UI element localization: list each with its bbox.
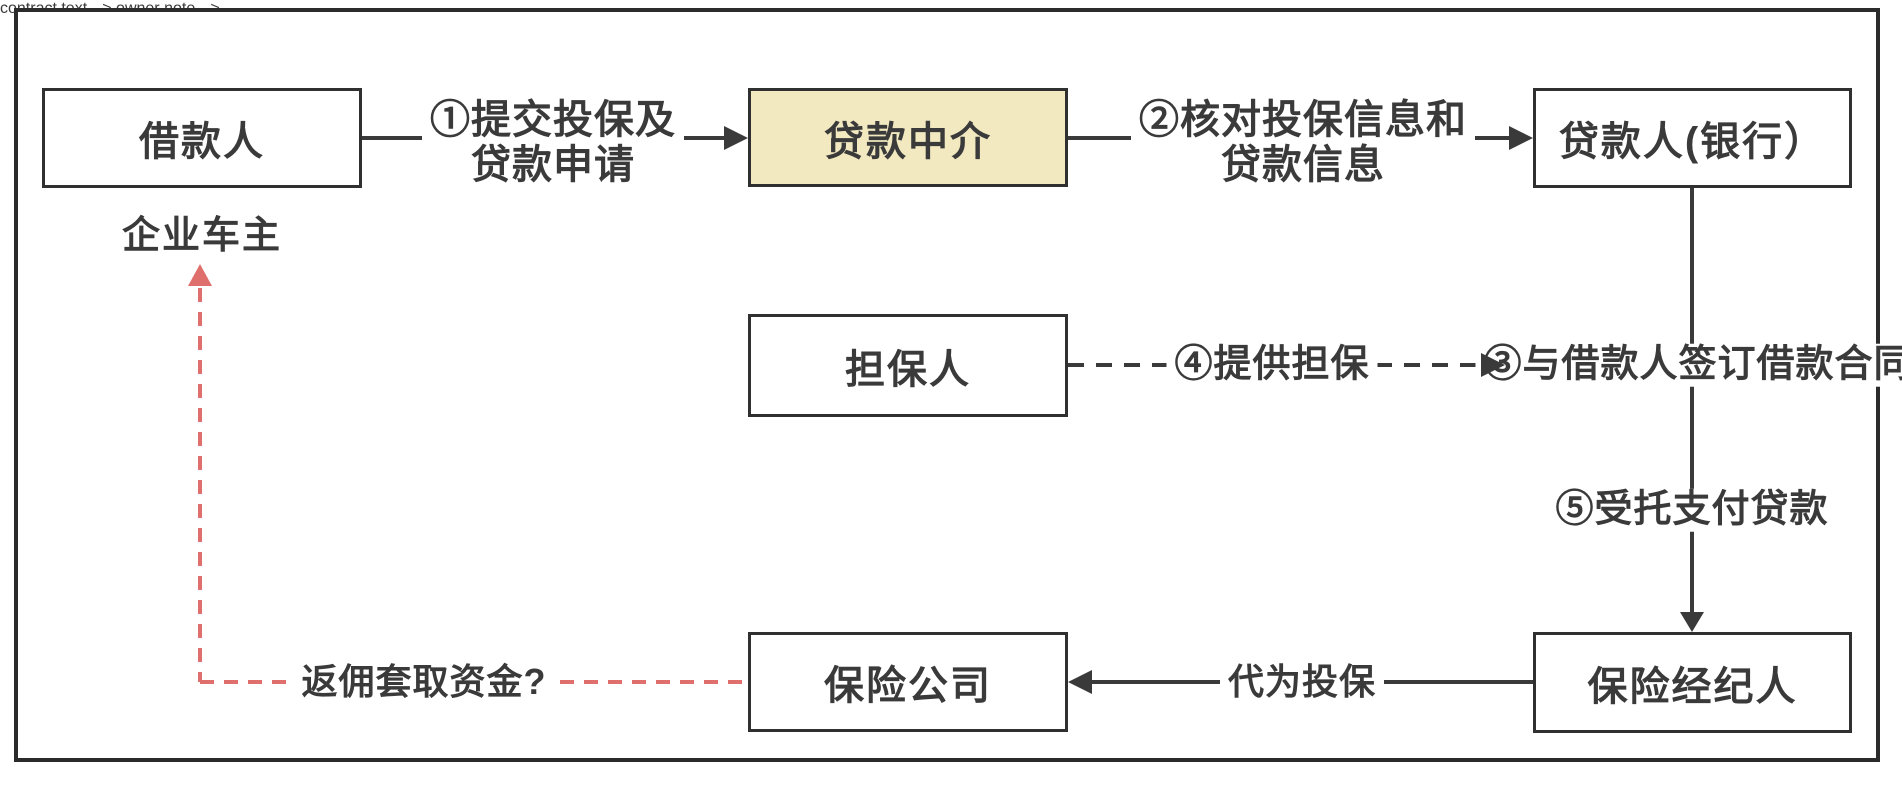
node-loan-agency: 贷款中介 (748, 88, 1068, 187)
edge5-label: ⑤受托支付贷款 (1547, 488, 1837, 532)
edge6-arrowhead-left-icon (1068, 670, 1092, 694)
edge4-label: ④提供担保 (1166, 343, 1378, 387)
node-guarantor: 担保人 (748, 314, 1068, 417)
edge2-arrowhead-right-icon (1509, 126, 1533, 150)
edge7-arrowhead-up-icon (188, 264, 212, 286)
edge6-label: 代为投保 (1219, 661, 1385, 703)
owner-note-label: 企业车主 (121, 215, 282, 257)
edge1-label: ①提交投保及贷款申请 (422, 98, 684, 188)
node-lender-bank: 贷款人(银行） (1533, 88, 1852, 188)
edge7-vertical-line (198, 288, 202, 682)
edge5-arrowhead-down-icon (1680, 612, 1704, 632)
edge2-label-line1: ②核对投保信息和 (1139, 98, 1467, 143)
edge2-label-line2: 贷款信息 (1221, 143, 1385, 187)
edge4-arrowhead-right-icon (1481, 353, 1505, 377)
node-insurance-broker: 保险经纪人 (1533, 632, 1852, 733)
edge7-label: 返佣套取资金? (293, 661, 555, 703)
node-insurance-company: 保险公司 (748, 632, 1068, 732)
edge5-line (1690, 188, 1694, 616)
edge1-label-line2: 贷款申请 (471, 143, 635, 187)
edge1-label-line1: ①提交投保及 (430, 98, 676, 143)
node-borrower: 借款人 (42, 88, 362, 188)
edge3-label: ③与借款人签订借款合同 (1475, 343, 1902, 387)
edge1-arrowhead-right-icon (724, 126, 748, 150)
edge2-label: ②核对投保信息和贷款信息 (1131, 98, 1475, 188)
